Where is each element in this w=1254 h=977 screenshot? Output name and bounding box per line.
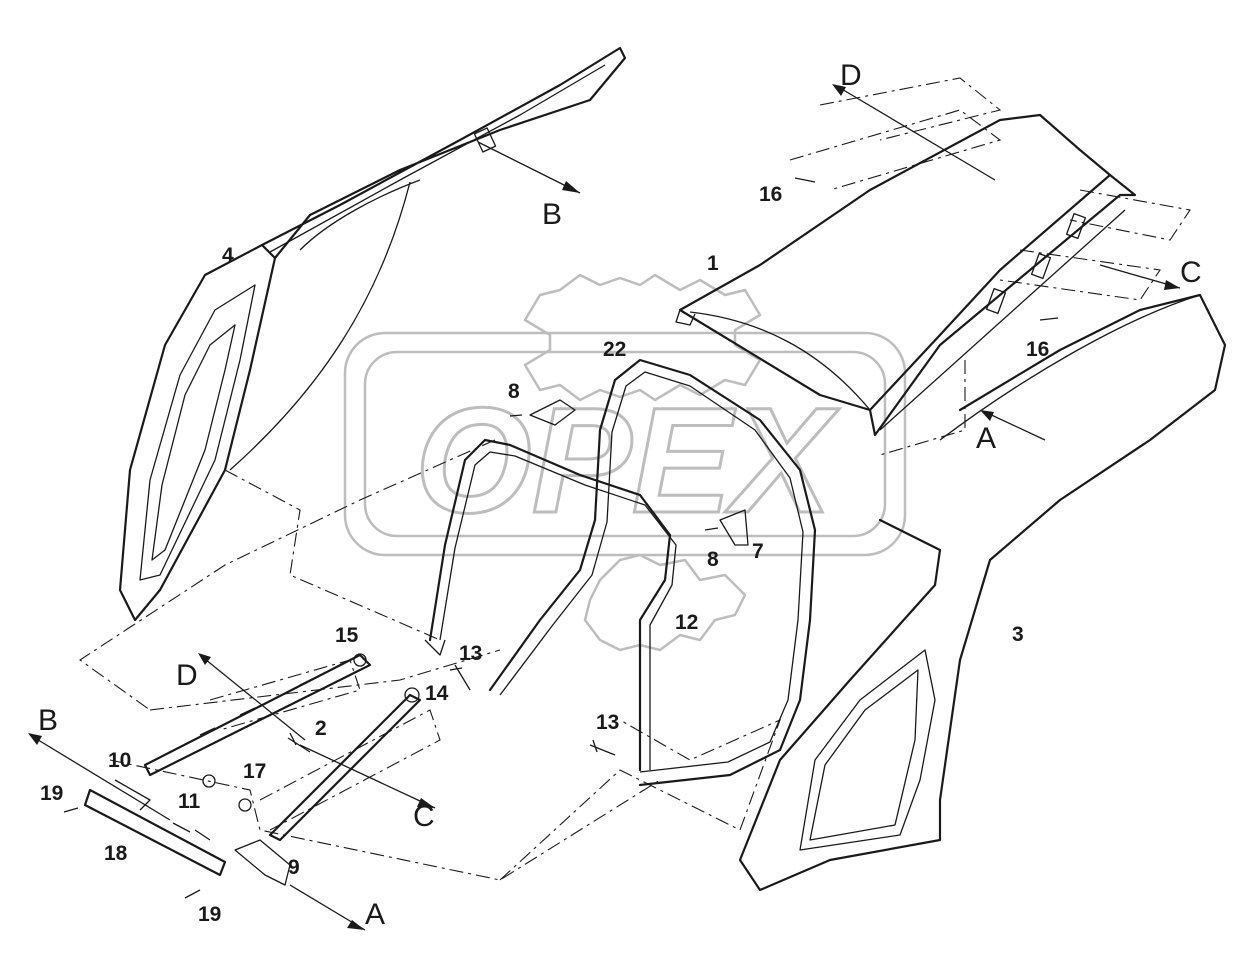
view-marker-a-bottom: A bbox=[365, 898, 385, 931]
callout-8-top: 8 bbox=[508, 380, 520, 403]
part-1-roof bbox=[675, 113, 1137, 437]
callout-15: 15 bbox=[335, 624, 359, 647]
part-3-right-panel bbox=[738, 293, 1227, 892]
callout-13-right: 13 bbox=[596, 711, 619, 734]
callout-19-bottom: 19 bbox=[198, 903, 221, 926]
view-marker-a-right: A bbox=[976, 422, 996, 455]
fasteners bbox=[63, 177, 1059, 899]
callout-19-left: 19 bbox=[40, 782, 63, 805]
part-9-bracket bbox=[234, 839, 291, 886]
part-7-bracket bbox=[529, 399, 749, 546]
part-4-left-panel bbox=[118, 46, 627, 622]
watermark-text: OPEX bbox=[415, 376, 840, 544]
view-marker-d-left: D bbox=[176, 659, 198, 692]
view-markers: A A B B C C D D bbox=[38, 59, 1202, 931]
callout-18: 18 bbox=[104, 842, 128, 865]
view-marker-d-top: D bbox=[840, 59, 862, 92]
callout-labels: 1 2 3 4 7 8 8 9 10 11 12 13 13 14 15 16 … bbox=[40, 183, 1049, 926]
callout-14: 14 bbox=[425, 682, 449, 705]
watermark-frame-inner bbox=[363, 350, 887, 538]
callout-12: 12 bbox=[675, 611, 698, 634]
callout-22: 22 bbox=[603, 338, 626, 361]
callout-8-bottom: 8 bbox=[707, 548, 719, 571]
alignment-lines bbox=[79, 77, 1191, 881]
callout-9: 9 bbox=[288, 856, 300, 879]
watermark-frame-outer bbox=[343, 331, 907, 557]
watermark-gear bbox=[523, 273, 762, 652]
part-14-rail bbox=[268, 687, 422, 842]
view-marker-c-right: C bbox=[1180, 256, 1202, 289]
callout-16-bottom: 16 bbox=[1026, 338, 1049, 361]
callout-10: 10 bbox=[108, 749, 131, 772]
callout-7: 7 bbox=[752, 540, 764, 563]
part-15-rail bbox=[143, 653, 372, 777]
view-marker-c-bottom: C bbox=[413, 800, 435, 833]
part-22-seal bbox=[488, 358, 817, 787]
callout-13-left: 13 bbox=[459, 642, 482, 665]
callout-4: 4 bbox=[222, 244, 234, 267]
opex-watermark: OPEX bbox=[343, 273, 907, 652]
part-12-seal bbox=[428, 438, 677, 772]
callout-2: 2 bbox=[315, 717, 327, 740]
view-marker-b-left: B bbox=[38, 704, 58, 737]
direction-arrows bbox=[28, 84, 1181, 931]
callout-1: 1 bbox=[707, 252, 719, 275]
callout-17: 17 bbox=[243, 760, 266, 783]
view-marker-b-top: B bbox=[542, 198, 562, 231]
callout-16-top: 16 bbox=[759, 183, 782, 206]
callout-3: 3 bbox=[1012, 623, 1024, 646]
part-18-sill bbox=[83, 779, 227, 877]
callout-11: 11 bbox=[178, 790, 201, 813]
